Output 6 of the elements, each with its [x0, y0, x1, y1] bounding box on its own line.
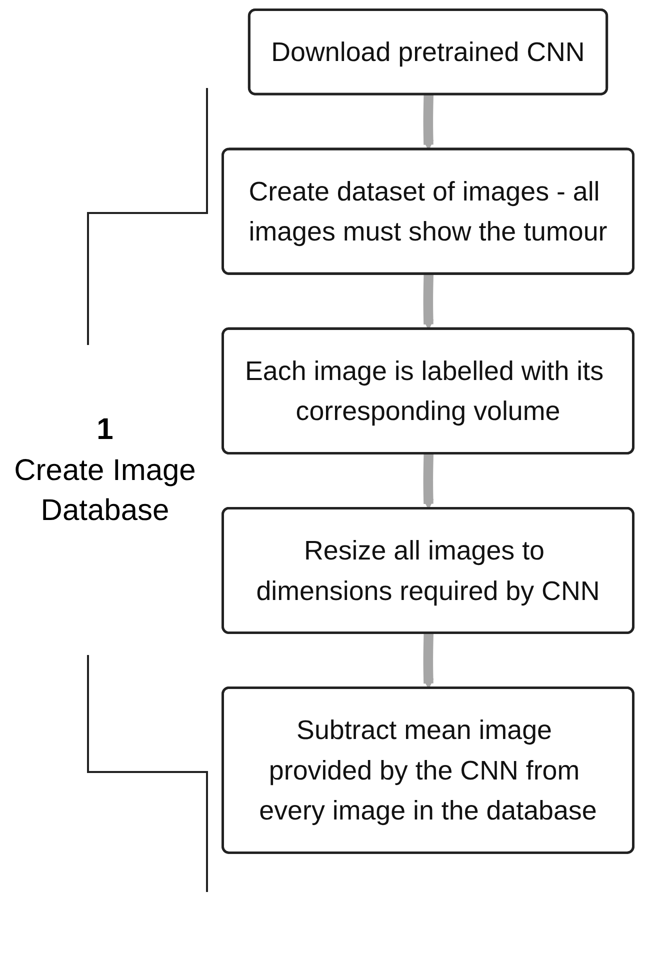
- arrow: [423, 274, 434, 330]
- arrow: [423, 453, 434, 510]
- arrow: [423, 94, 434, 150]
- arrow: [423, 632, 434, 689]
- step-number: 1: [96, 412, 114, 448]
- step-title: Create Image Database: [13, 452, 197, 529]
